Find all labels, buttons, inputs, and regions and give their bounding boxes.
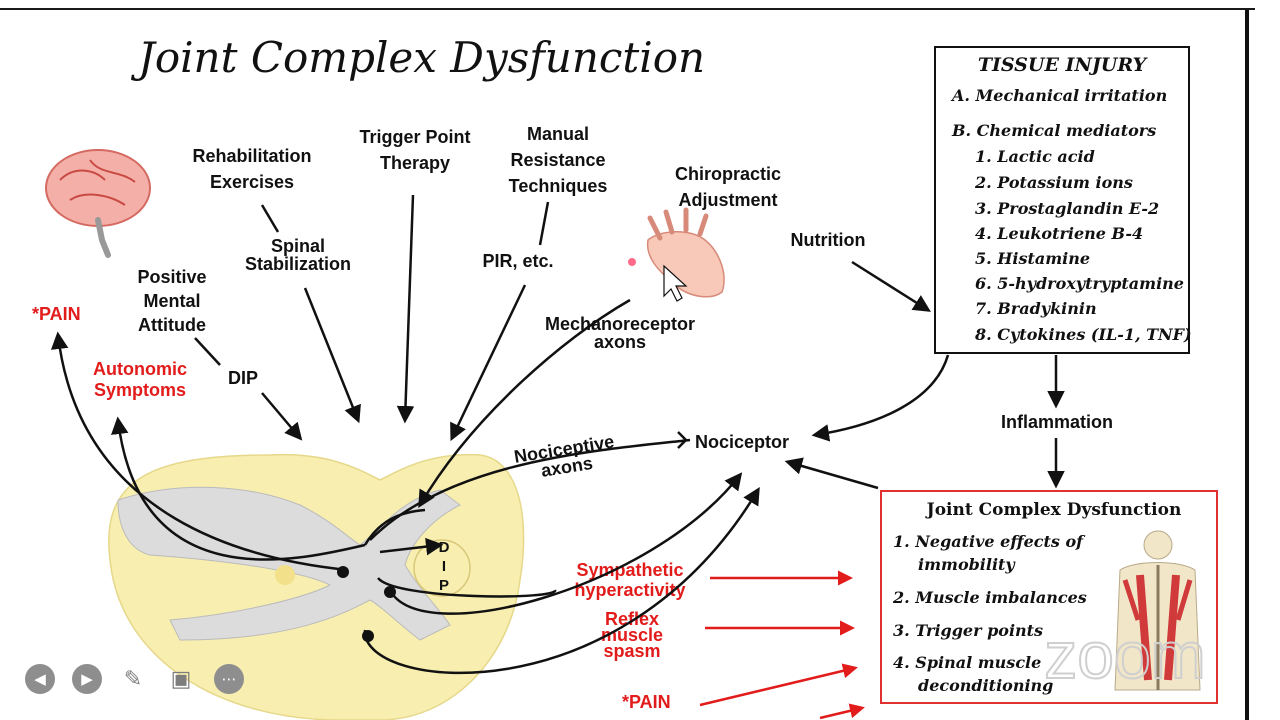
label-dip: DIP: [228, 368, 258, 388]
label-attitude: Attitude: [138, 315, 206, 335]
label-resistance: Resistance: [510, 150, 605, 170]
jcd-box: Joint Complex Dysfunction 1. Negative ef…: [880, 490, 1218, 704]
label-nutrition: Nutrition: [791, 230, 866, 250]
cursor-icon: [663, 264, 688, 302]
hand-icon: [628, 207, 725, 298]
label-reflex: Reflex: [605, 609, 659, 629]
black-arrows: [50, 194, 1065, 675]
screenshot-icon: ▣: [170, 666, 192, 692]
screenshot-button[interactable]: ▣: [166, 664, 196, 694]
tissue-injury-title: TISSUE INJURY: [978, 54, 1149, 76]
zoom-watermark: zoom: [1044, 618, 1205, 692]
prev-slide-button[interactable]: ◀: [25, 664, 55, 694]
mediator-item: 4. Leukotriene B-4: [975, 224, 1143, 243]
label-spinal: Spinal: [271, 236, 325, 256]
more-icon: ⋯: [221, 670, 237, 688]
jcd-item-3: 3. Trigger points: [893, 621, 1043, 640]
label-dip-p: P: [439, 577, 449, 594]
jcd-box-title: Joint Complex Dysfunction: [925, 500, 1182, 520]
mediator-item: 6. 5-hydroxytryptamine: [975, 274, 1184, 293]
label-stabilization: Stabilization: [245, 254, 351, 274]
label-therapy: Therapy: [380, 153, 450, 173]
prev-icon: ◀: [34, 670, 46, 688]
mediator-item: 5. Histamine: [975, 249, 1090, 268]
mediator-item: 7. Bradykinin: [975, 299, 1097, 318]
mediator-item: 3. Prostaglandin E-2: [975, 199, 1159, 218]
label-manual: Manual: [527, 124, 589, 144]
label-chiropractic: Chiropractic: [675, 164, 781, 184]
svg-text:Nociceptiveaxons: Nociceptiveaxons: [513, 431, 619, 484]
more-button[interactable]: ⋯: [214, 664, 244, 694]
label-pir: PIR, etc.: [482, 251, 553, 271]
label-autonomic: Autonomic: [93, 359, 187, 379]
label-trigger-point: Trigger Point: [359, 127, 470, 147]
right-border: [1245, 10, 1249, 720]
jcd-item-1a: 1. Negative effects of: [893, 532, 1086, 551]
label-hyperactivity: hyperactivity: [574, 580, 685, 600]
mediator-item: 1. Lactic acid: [975, 147, 1095, 166]
label-dip-d: D: [439, 539, 450, 556]
label-nociceptor: Nociceptor: [695, 432, 789, 452]
back-muscle-figure-icon: [1114, 530, 1201, 691]
label-pain-top: *PAIN: [32, 304, 81, 324]
label-symptoms: Symptoms: [94, 380, 186, 400]
pen-button[interactable]: ✎: [118, 664, 148, 694]
next-slide-button[interactable]: ▶: [72, 664, 102, 694]
mediator-item: 8. Cytokines (IL-1, TNF): [974, 325, 1192, 344]
label-mental: Mental: [143, 291, 200, 311]
brain-icon: [45, 149, 151, 258]
red-arrows: [699, 570, 865, 720]
spinal-cord: [108, 453, 525, 720]
label-rehabilitation: Rehabilitation: [192, 146, 311, 166]
synapse-dots: [337, 566, 396, 642]
diagram-title: Joint Complex Dysfunction: [130, 33, 705, 82]
label-spasm: spasm: [603, 641, 660, 661]
label-techniques: Techniques: [509, 176, 608, 196]
mediator-item: 2. Potassium ions: [974, 173, 1133, 192]
label-mechanoreceptor-axons: axons: [594, 332, 646, 352]
label-exercises: Exercises: [210, 172, 294, 192]
label-adjustment: Adjustment: [679, 190, 778, 210]
jcd-item-4a: 4. Spinal muscle: [893, 653, 1041, 672]
top-border: [0, 8, 1255, 10]
label-dip-i: I: [442, 558, 446, 575]
pen-icon: ✎: [123, 666, 143, 692]
jcd-item-1b: immobility: [918, 555, 1016, 574]
tissue-injury-box: TISSUE INJURY A. Mechanical irritation B…: [934, 46, 1192, 354]
tissue-injury-a: A. Mechanical irritation: [950, 86, 1167, 105]
label-positive: Positive: [137, 267, 206, 287]
next-icon: ▶: [81, 670, 93, 688]
label-inflammation: Inflammation: [1001, 412, 1113, 432]
label-mechanoreceptor: Mechanoreceptor: [545, 314, 695, 334]
tissue-injury-b: B. Chemical mediators: [951, 121, 1156, 140]
jcd-item-4b: deconditioning: [918, 676, 1053, 695]
jcd-item-2: 2. Muscle imbalances: [892, 588, 1087, 607]
label-pain-bottom: *PAIN: [622, 692, 671, 712]
